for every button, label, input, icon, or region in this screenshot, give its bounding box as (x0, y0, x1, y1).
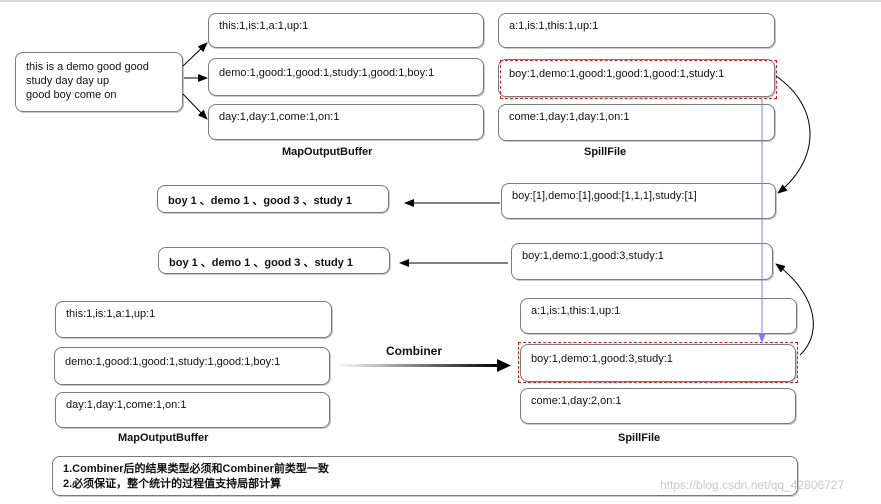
combined-values-box: boy:1,demo:1,good:3,study:1 (511, 243, 773, 280)
top-spill-item-3: come:1,day:1,day:1,on:1 (498, 104, 775, 141)
bottom-spill-title: SpillFile (618, 432, 661, 444)
bottom-spill-item-3: come:1,day:2,on:1 (520, 388, 796, 424)
watermark: https://blog.csdn.net/qq_42806727 (660, 478, 845, 492)
bottom-buffer-item-3: day:1,day:1,come:1,on:1 (55, 392, 330, 428)
result-box-2: boy 1 、demo 1 、good 3 、study 1 (158, 247, 390, 274)
combiner-label: Combiner (386, 344, 443, 358)
note-line-2: 2.必须保证，整个统计的过程值支持局部计算 (63, 478, 282, 490)
note-box: 1.Combiner后的结果类型必须和Combiner前类型一致 2.必须保证，… (52, 456, 798, 496)
top-border (0, 0, 881, 2)
grouped-values-box: boy:[1],demo:[1],good:[1,1,1],study:[1] (501, 183, 776, 219)
bottom-spill-item-2: boy:1,demo:1,good:3,study:1 (520, 344, 796, 382)
arrow-source-to-buffer-3 (182, 93, 208, 120)
bottom-buffer-item-2: demo:1,good:1,good:1,study:1,good:1,boy:… (54, 347, 330, 385)
bottom-spill-item-1: a:1,is:1,this:1,up:1 (520, 298, 797, 334)
top-spill-item-2: boy:1,demo:1,good:1,good:1,good:1,study:… (498, 59, 775, 97)
bottom-buffer-title: MapOutputBuffer (118, 432, 209, 444)
top-buffer-item-1: this:1,is:1,a:1,up:1 (208, 13, 484, 48)
input-text-box: this is a demo good good study day day u… (15, 52, 183, 112)
arrow-source-to-buffer-1 (182, 42, 208, 67)
arrow-bottom-spill-to-combined (775, 263, 814, 356)
combiner-arrow-shaft (335, 364, 500, 367)
top-spill-title: SpillFile (584, 146, 627, 158)
top-buffer-item-3: day:1,day:1,come:1,on:1 (208, 104, 484, 140)
top-buffer-item-2: demo:1,good:1,good:1,study:1,good:1,boy:… (208, 58, 484, 96)
bottom-buffer-item-1: this:1,is:1,a:1,up:1 (55, 301, 332, 338)
top-spill-item-1: a:1,is:1,this:1,up:1 (498, 13, 775, 48)
result-box-1: boy 1 、demo 1 、good 3 、study 1 (157, 185, 389, 213)
arrow-spill-to-grouped (775, 75, 811, 194)
note-line-1: 1.Combiner后的结果类型必须和Combiner前类型一致 (63, 463, 329, 475)
combiner-arrow-head (497, 359, 511, 372)
top-buffer-title: MapOutputBuffer (282, 146, 373, 158)
